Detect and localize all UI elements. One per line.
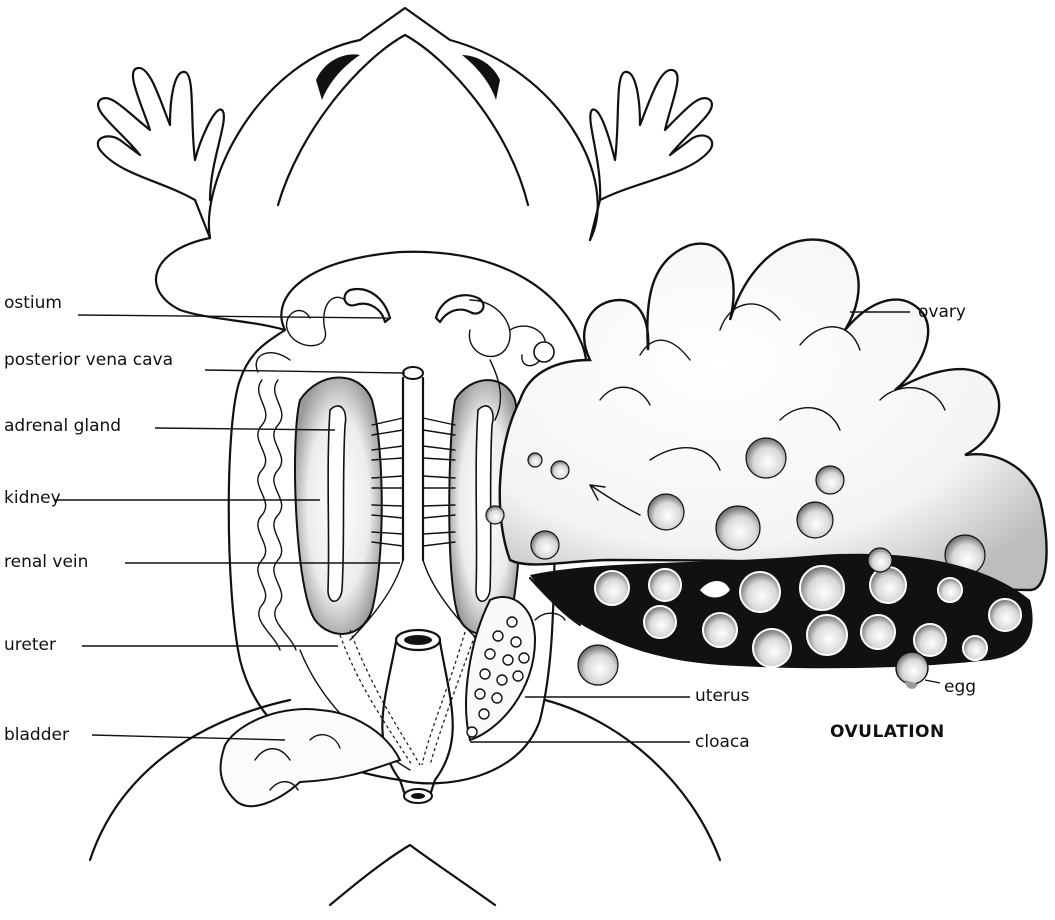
label-ostium: ostium: [4, 293, 62, 313]
right-ostium: [436, 295, 483, 322]
right-adrenal-gland: [476, 406, 493, 601]
bladder: [221, 709, 400, 806]
label-kidney: kidney: [4, 488, 61, 508]
label-egg: egg: [944, 677, 976, 697]
right-arm: [590, 70, 712, 240]
label-ovary: ovary: [918, 302, 966, 322]
vent-notch: [330, 845, 495, 905]
label-ureter: ureter: [4, 635, 56, 655]
label-renal-vein: renal vein: [4, 552, 88, 572]
label-adrenal-gland: adrenal gland: [4, 416, 121, 436]
label-posterior-vena-cava: posterior vena cava: [4, 350, 173, 370]
label-cloaca: cloaca: [695, 732, 750, 752]
right-eye: [462, 55, 500, 100]
egg-above-band: [868, 548, 892, 572]
label-uterus: uterus: [695, 686, 750, 706]
free-egg: [896, 652, 928, 689]
left-kidney: [295, 378, 382, 634]
caption-ovulation: OVULATION: [830, 722, 945, 742]
left-arm: [98, 68, 224, 238]
frog-head: [209, 8, 598, 240]
right-hind-leg: [545, 700, 720, 860]
cloaca: [382, 630, 452, 803]
uterus: [466, 597, 565, 740]
frog-jaw: [278, 35, 528, 205]
left-adrenal-gland: [328, 406, 346, 601]
label-bladder: bladder: [4, 725, 69, 745]
